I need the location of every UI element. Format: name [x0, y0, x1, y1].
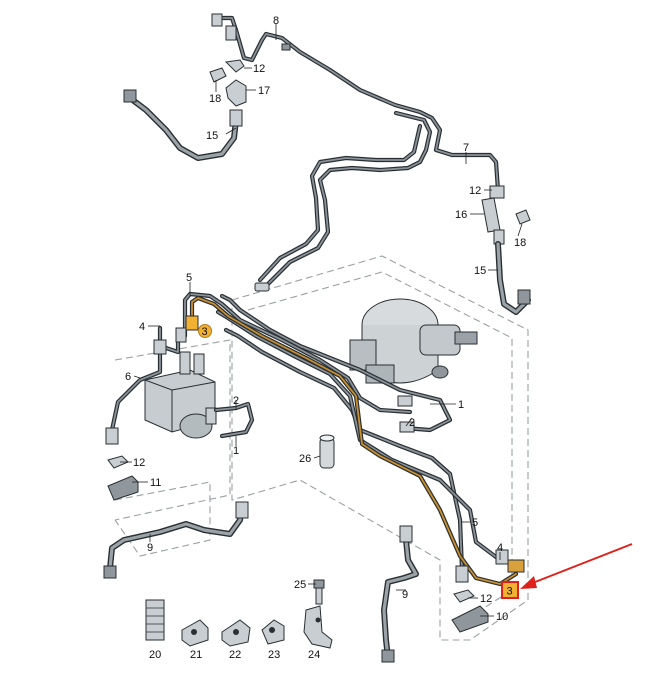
callout-12-bottom: 12: [480, 593, 492, 605]
callout-4-left: 4: [139, 321, 145, 333]
part-25-bolt: [313, 579, 325, 605]
callout-3-left: 3: [202, 326, 208, 338]
callout-12-left: 12: [133, 457, 145, 469]
brake-line-3-highlighted: [185, 295, 525, 587]
callout-26: 26: [299, 453, 311, 465]
part-23-clip: [261, 619, 285, 645]
pipe-clip: [281, 43, 291, 51]
red-arrow-icon: [520, 543, 633, 589]
callout-9-right: 9: [402, 589, 408, 601]
callout-20: 20: [149, 649, 161, 661]
callout-22: 22: [229, 649, 241, 661]
brake-hose-9-left: [103, 501, 249, 579]
sleeve-26: [319, 434, 335, 469]
callout-labels: 8 12 17 18 15 7 12 16 18 15 5 4 6 1 2 2 …: [125, 15, 526, 661]
callout-8: 8: [273, 15, 279, 27]
callout-18-left: 18: [209, 93, 221, 105]
callout-10: 10: [496, 611, 508, 623]
bracket-11: [107, 455, 139, 501]
brake-line-8: [213, 15, 501, 292]
callout-5-top: 5: [186, 272, 192, 284]
callout-15-left: 15: [206, 130, 218, 142]
callout-4-bottom: 4: [497, 542, 503, 554]
callout-12-top: 12: [253, 63, 265, 75]
callout-17: 17: [258, 85, 270, 97]
part-20-clip-stack: [145, 599, 165, 641]
bracket-10: [451, 589, 489, 633]
callout-23: 23: [268, 649, 280, 661]
callout-6: 6: [125, 371, 131, 383]
brake-booster: [349, 298, 478, 384]
brake-hose-15-right: [481, 185, 531, 315]
leader-lines: [120, 24, 523, 617]
brake-lines-main: [109, 291, 503, 573]
callout-2-right: 2: [409, 417, 415, 429]
callout-1-left: 1: [233, 445, 239, 457]
callout-11: 11: [150, 477, 161, 489]
dashed-outline-bracket: [114, 481, 211, 557]
abs-unit: [144, 351, 217, 439]
callout-12-right: 12: [469, 185, 481, 197]
callout-15-right: 15: [474, 265, 486, 277]
callout-21: 21: [190, 649, 202, 661]
part-22-clip: [221, 619, 251, 647]
callout-3-right-marker: 3: [501, 581, 519, 599]
callout-9-left: 9: [147, 542, 153, 554]
callout-25: 25: [294, 579, 306, 591]
part-21-clip: [181, 619, 209, 647]
callout-7: 7: [463, 142, 469, 154]
callout-5-bottom: 5: [472, 517, 478, 529]
fittings: [105, 327, 509, 583]
part-24-bracket: [303, 605, 333, 649]
callout-24: 24: [308, 649, 320, 661]
callout-1-right: 1: [458, 399, 464, 411]
dashed-outline-booster: [231, 255, 529, 641]
callout-2-left: 2: [233, 395, 239, 407]
callout-3-left-marker: 3: [198, 324, 212, 338]
bracket-group-top-left: [209, 13, 247, 107]
callout-16: 16: [455, 209, 467, 221]
brake-hose-15-left: [123, 89, 243, 161]
dashed-outline-booster-inner: [247, 271, 513, 627]
callout-18-right: 18: [514, 237, 526, 249]
callout-3-right: 3: [507, 586, 513, 598]
brake-hose-9-right: [381, 525, 419, 663]
union-nut: [254, 282, 270, 292]
